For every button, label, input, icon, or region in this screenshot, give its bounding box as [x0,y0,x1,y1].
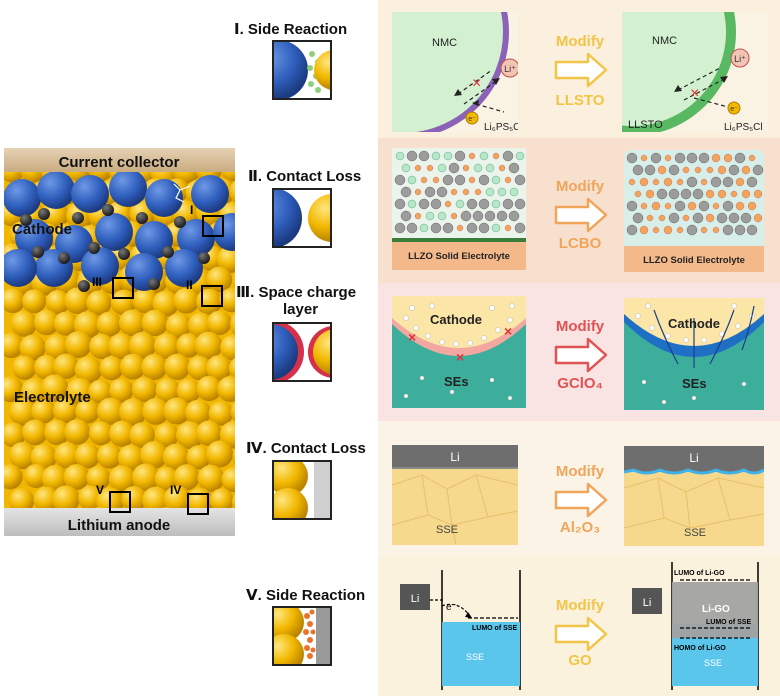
row1-modify-arrow [554,52,608,88]
svg-text:NMC: NMC [652,35,677,47]
svg-text:LUMO of Li-GO: LUMO of Li-GO [674,570,725,577]
svg-text:Li: Li [411,593,420,605]
row3-inset [272,322,332,382]
row5-modify-label: Modify [530,597,630,614]
row5-modify-arrow [554,616,608,652]
battery-overview: I II III IV V Current collector Cathode … [4,148,235,536]
svg-text:×: × [690,85,699,102]
svg-text:×: × [504,323,512,339]
row1-modify-label: Modify [530,33,630,50]
row5-before-panel: Li e⁻ LUMO of SSE SSE [392,570,532,690]
svg-text:Cathode: Cathode [430,312,482,327]
svg-text:SEs: SEs [444,374,469,389]
row2-after-panel: LLZO Solid Electrolyte [624,150,764,272]
lithium-anode-label: Lithium anode [68,517,171,534]
row4-modify-label: Modify [530,463,630,480]
row4-title: Ⅳ. Contact Loss [246,439,366,457]
row3-modify-arrow [554,337,608,373]
svg-text:SSE: SSE [466,652,484,662]
row3-material: GClO₄ [530,375,630,392]
row1-title: Ⅰ. Side Reaction [234,20,347,38]
svg-text:Li: Li [689,451,698,465]
row4-after-panel: Li SSE [624,446,764,546]
row1-material: LLSTO [530,92,630,109]
row5-inset [272,606,332,666]
row5-material: GO [530,652,630,669]
row2-title: Ⅱ. Contact Loss [248,167,361,185]
row2-inset [272,188,332,248]
marker-IV: IV [170,483,181,497]
svg-text:Cathode: Cathode [668,316,720,331]
cathode-label: Cathode [12,221,72,238]
row2-modify-label: Modify [530,178,630,195]
svg-text:SEs: SEs [682,376,707,391]
battery-overview-art: I II III IV V Current collector Cathode … [4,148,235,536]
svg-text:HOMO of Li-GO: HOMO of Li-GO [674,645,726,652]
svg-text:LLZO Solid Electrolyte: LLZO Solid Electrolyte [408,251,510,262]
row1-inset [272,40,332,100]
row2-modify-arrow [554,197,608,233]
row3-title: Ⅲ. Space charge [236,283,356,301]
current-collector-label: Current collector [59,154,180,171]
row3-modify-label: Modify [530,318,630,335]
electrolyte-label: Electrolyte [14,389,91,406]
row3-before-panel: × × × Cathode SEs [392,296,526,408]
marker-V: V [96,483,104,497]
row5-after-panel: Li LUMO of Li-GO Li-GO LUMO of SSE HOMO … [624,562,768,690]
svg-text:SSE: SSE [704,658,722,668]
svg-text:×: × [472,75,481,92]
row4-inset [272,460,332,520]
svg-text:Li₆PS₅Cl: Li₆PS₅Cl [484,122,518,132]
svg-text:e⁻: e⁻ [446,602,457,613]
svg-text:Li⁺: Li⁺ [504,64,516,74]
svg-text:Li: Li [450,450,459,464]
marker-I: I [190,203,193,217]
svg-text:Li-GO: Li-GO [702,604,730,615]
svg-text:SSE: SSE [436,524,458,536]
svg-text:LLSTO: LLSTO [628,119,663,131]
svg-text:NMC: NMC [432,37,457,49]
svg-text:LLZO Solid Electrolyte: LLZO Solid Electrolyte [643,255,745,266]
row2-material: LCBO [530,235,630,252]
svg-text:Li: Li [643,597,652,609]
row1-after-panel: NMC × Li⁺ e⁻ LLSTO Li₆PS₅Cl [622,12,768,132]
svg-text:LUMO of SSE: LUMO of SSE [472,625,517,632]
row4-modify-arrow [554,482,608,518]
row3-after-panel: Cathode SEs [624,298,764,410]
svg-text:×: × [408,329,416,345]
row5-title: Ⅴ. Side Reaction [246,586,365,604]
row1-before-panel: NMC × Li⁺ e⁻ Li₆PS₅Cl [392,12,518,132]
svg-text:Li₆PS₅Cl: Li₆PS₅Cl [724,122,763,132]
row2-before-panel: LLZO Solid Electrolyte [392,148,526,270]
svg-text:×: × [456,349,464,365]
marker-III: III [92,275,102,289]
row3-title-line2: layer [283,301,318,318]
svg-text:Li⁺: Li⁺ [734,54,746,64]
row4-before-panel: Li SSE [392,445,518,545]
svg-text:LUMO of SSE: LUMO of SSE [706,619,751,626]
marker-II: II [186,278,193,292]
svg-text:SSE: SSE [684,527,706,539]
svg-text:e⁻: e⁻ [730,106,738,113]
svg-text:e⁻: e⁻ [468,116,476,123]
row4-material: Al₂O₃ [530,519,630,536]
